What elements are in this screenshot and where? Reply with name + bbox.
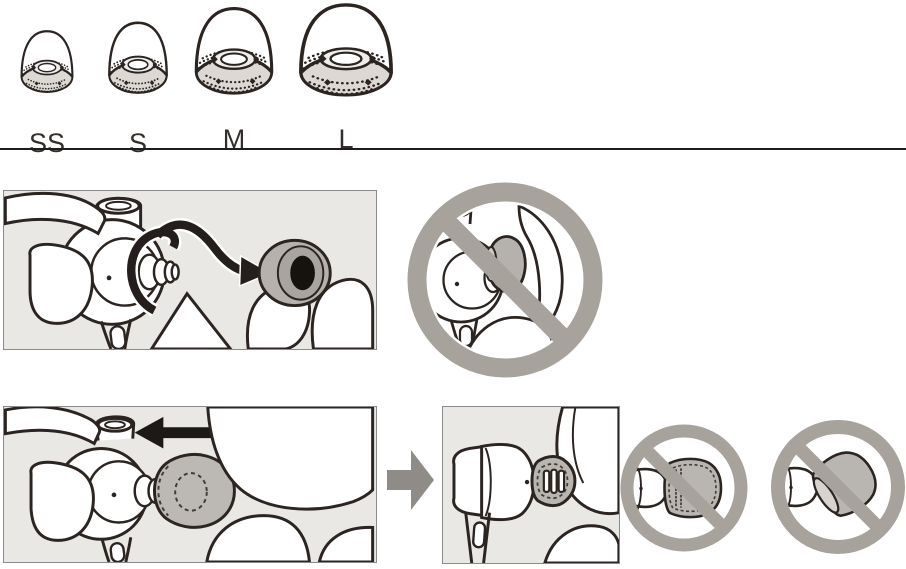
panel-attach-ear-tip: [3, 406, 377, 563]
size-label-ss: SS: [28, 128, 66, 158]
thumb-icon: [29, 460, 95, 542]
push-direction-arrow-icon: [134, 416, 251, 449]
ear-tip-l-icon: [291, 0, 401, 98]
ear-tip-size-ss: SS: [16, 28, 78, 158]
ear-tip-ss-icon: [16, 28, 78, 94]
size-label-s: S: [128, 128, 147, 158]
thumb-icon: [28, 242, 94, 325]
prohibition-ring-icon: [771, 420, 905, 554]
next-step-arrow-icon: [387, 450, 434, 510]
prohibition-slash-icon: [643, 447, 725, 529]
section-divider: [0, 148, 906, 150]
earbud-push-on-illustration: [4, 407, 375, 562]
prohibition-slash-icon: [438, 213, 572, 347]
ear-tip-attached-illustration: [452, 407, 619, 563]
finger-icon: [4, 407, 102, 446]
ear-tip-m-icon: [188, 4, 280, 96]
removed-ear-tip-icon: [257, 238, 332, 308]
ear-tip-size-l: L: [291, 0, 401, 154]
ear-tip-pushed-icon: [152, 452, 236, 529]
attached-ear-tip-icon: [530, 455, 577, 508]
size-label-m: M: [222, 124, 246, 154]
prohibition-crooked-attachment-icon: [771, 420, 905, 554]
finger-icon: [205, 514, 311, 562]
finger-icon: [543, 524, 619, 563]
ear-tip-s-icon: [103, 19, 173, 95]
panel-correct-attachment: [442, 406, 620, 564]
finger-icon: [317, 525, 375, 562]
finger-icon: [310, 277, 375, 349]
size-label-l: L: [338, 124, 354, 154]
ear-tip-size-m: M: [188, 4, 280, 154]
twist-arrow-icon: [124, 218, 273, 317]
earbud-twist-off-illustration: [4, 191, 375, 349]
prohibition-slash-icon: [795, 444, 881, 530]
finger-icon: [206, 407, 375, 511]
finger-icon: [4, 191, 107, 236]
prohibition-ring-icon: [407, 182, 603, 378]
ear-tip-size-s: S: [103, 19, 173, 158]
prohibition-pull-straight-icon: [407, 182, 603, 378]
prohibition-ring-icon: [620, 424, 748, 552]
prohibition-partially-attached-icon: [620, 424, 748, 552]
panel-remove-ear-tip: [3, 190, 377, 350]
